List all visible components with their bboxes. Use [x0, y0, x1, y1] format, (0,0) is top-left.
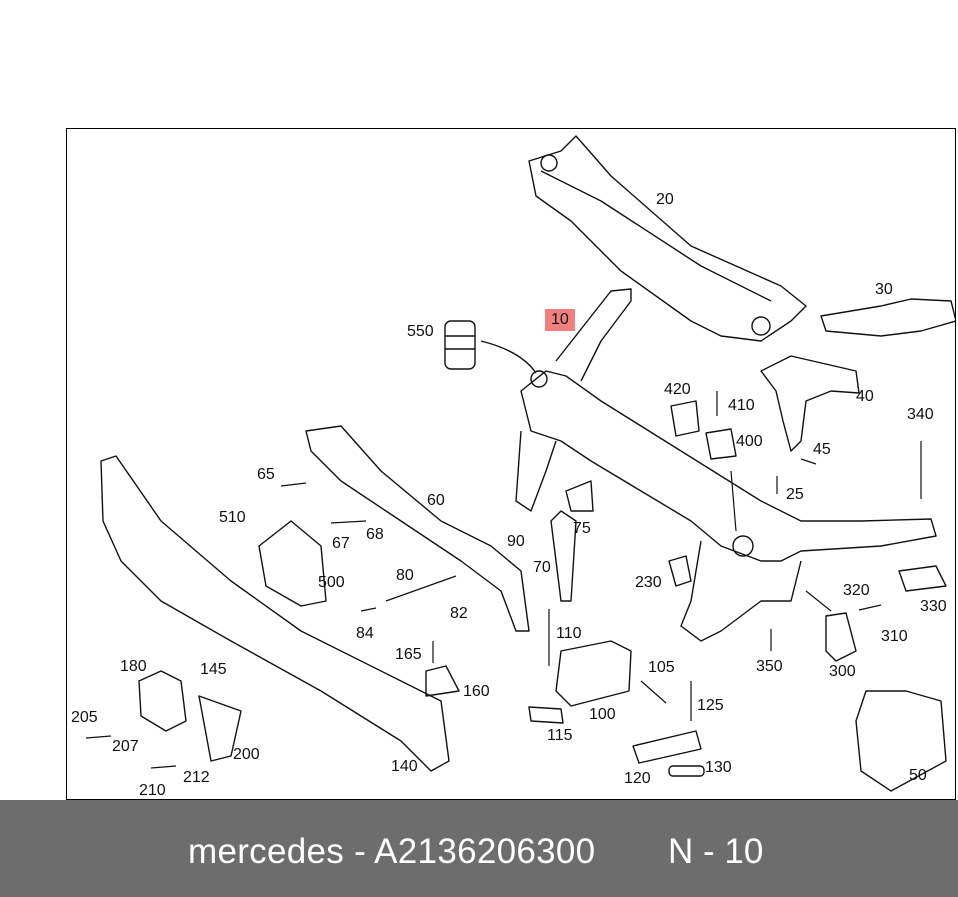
- part-140-shape: [100, 455, 450, 772]
- part-label-210: 210: [139, 782, 166, 799]
- part-160-shape: [425, 665, 460, 697]
- part-40-shape: [760, 355, 860, 452]
- part-label-125: 125: [697, 697, 724, 714]
- part-10-shape: [520, 370, 937, 562]
- part-420-shape: [670, 400, 700, 437]
- part-label-10: 10: [545, 309, 575, 331]
- footer-part-number: mercedes - A2136206300: [188, 832, 596, 871]
- part-30-shape: [820, 298, 955, 337]
- part-label-300: 300: [829, 663, 856, 680]
- part-70-shape: [550, 510, 577, 602]
- part-180-shape: [138, 670, 187, 732]
- part-75-shape: [565, 480, 594, 512]
- part-label-320: 320: [843, 582, 870, 599]
- part-label-400: 400: [736, 433, 763, 450]
- part-label-140: 140: [391, 758, 418, 775]
- part-label-410: 410: [728, 397, 755, 414]
- part-label-340: 340: [907, 406, 934, 423]
- part-label-25: 25: [786, 486, 804, 503]
- part-label-205: 205: [71, 709, 98, 726]
- part-label-212: 212: [183, 769, 210, 786]
- part-100-shape: [555, 640, 632, 707]
- part-label-105: 105: [648, 659, 675, 676]
- part-label-130: 130: [705, 759, 732, 776]
- part-115-shape: [528, 706, 564, 724]
- part-label-165: 165: [395, 646, 422, 663]
- part-label-75: 75: [573, 520, 591, 537]
- part-label-420: 420: [664, 381, 691, 398]
- part-20-shape: [528, 135, 807, 342]
- part-label-510: 510: [219, 509, 246, 526]
- part-label-115: 115: [547, 727, 573, 744]
- part-label-45: 45: [813, 441, 831, 458]
- part-label-65: 65: [257, 466, 275, 483]
- part-label-120: 120: [624, 770, 651, 787]
- part-label-100: 100: [589, 706, 616, 723]
- part-label-207: 207: [112, 738, 139, 755]
- part-120-shape: [632, 730, 702, 764]
- part-label-30: 30: [875, 281, 893, 298]
- part-label-110: 110: [556, 625, 582, 642]
- part-label-20: 20: [656, 191, 674, 208]
- part-50-shape: [855, 690, 947, 792]
- part-300-shape: [825, 612, 857, 662]
- part-label-180: 180: [120, 658, 147, 675]
- part-label-70: 70: [533, 559, 551, 576]
- part-label-230: 230: [635, 574, 662, 591]
- part-550-shape: [444, 320, 476, 370]
- part-60-shape: [305, 425, 530, 632]
- part-label-500: 500: [318, 574, 345, 591]
- part-label-160: 160: [463, 683, 490, 700]
- part-label-80: 80: [396, 567, 414, 584]
- part-label-84: 84: [356, 625, 374, 642]
- part-label-90: 90: [507, 533, 525, 550]
- part-label-40: 40: [856, 388, 874, 405]
- part-200-shape: [198, 695, 242, 762]
- part-130-shape: [668, 765, 705, 777]
- part-label-67: 67: [332, 535, 350, 552]
- part-label-145: 145: [200, 661, 227, 678]
- parts-diagram-drawing: [85, 135, 955, 792]
- part-label-82: 82: [450, 605, 468, 622]
- part-label-68: 68: [366, 526, 384, 543]
- part-230-shape: [668, 555, 692, 587]
- part-400-shape: [705, 428, 737, 460]
- part-330-shape: [898, 565, 947, 592]
- part-label-550: 550: [407, 323, 434, 340]
- part-label-50: 50: [909, 767, 927, 784]
- part-500-shape: [258, 520, 327, 607]
- part-label-200: 200: [233, 746, 260, 763]
- part-label-310: 310: [881, 628, 908, 645]
- parts-diagram-frame: 10 20 30 40 45 25 340 420 410 400 550 60…: [66, 128, 956, 800]
- footer-bar: mercedes - A2136206300 N - 10: [0, 800, 958, 897]
- part-label-60: 60: [427, 492, 445, 509]
- part-label-350: 350: [756, 658, 783, 675]
- part-label-330: 330: [920, 598, 947, 615]
- footer-reference: N - 10: [668, 832, 764, 871]
